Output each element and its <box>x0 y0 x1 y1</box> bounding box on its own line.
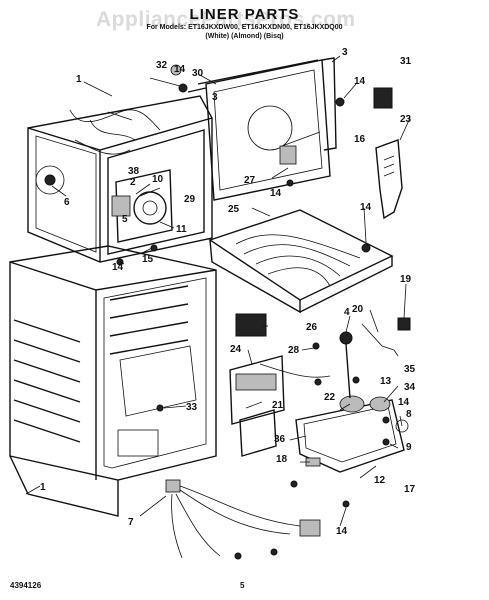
callout-7: 7 <box>128 517 134 528</box>
callout-14-b: 14 <box>354 76 366 87</box>
callout-16: 16 <box>354 134 366 145</box>
callout-10: 10 <box>152 174 164 185</box>
callout-4: 4 <box>344 307 350 318</box>
callout-30: 30 <box>192 68 204 79</box>
callout-labels: 1 1 2 3 3 4 5 6 7 8 9 10 11 12 13 14 14 … <box>40 47 416 537</box>
control-housing-parts <box>229 313 331 457</box>
doc-number: 4394126 <box>10 581 42 590</box>
callout-33: 33 <box>186 402 198 413</box>
watermark: AppliancePartsPros.com <box>96 8 356 31</box>
callout-2: 2 <box>130 177 136 188</box>
wiring-harness <box>165 479 321 560</box>
fresh-food-liner <box>9 245 217 517</box>
callout-34: 34 <box>404 382 416 393</box>
callout-26: 26 <box>306 322 318 333</box>
drain-pan-assembly <box>295 317 411 508</box>
callout-1-bottom: 1 <box>40 482 46 493</box>
callout-11: 11 <box>176 224 187 235</box>
model-numbers: For Models: ET16JKXDW00, ET16JKXDN00, ET… <box>146 24 343 31</box>
callout-29: 29 <box>184 194 196 205</box>
callout-12: 12 <box>374 475 386 486</box>
diagram-title: LINER PARTS <box>189 6 300 23</box>
callout-36: 36 <box>274 434 286 445</box>
callout-25: 25 <box>228 204 240 215</box>
callout-5: 5 <box>122 214 128 225</box>
callout-22: 22 <box>324 392 336 403</box>
callout-3-top: 3 <box>342 47 348 58</box>
callout-20: 20 <box>352 304 364 315</box>
callout-14-d: 14 <box>360 202 372 213</box>
callout-19: 19 <box>400 274 412 285</box>
callout-14-g: 14 <box>336 526 348 537</box>
callout-23: 23 <box>400 114 412 125</box>
callout-18: 18 <box>276 454 288 465</box>
freezer-liner <box>27 95 213 263</box>
callout-17: 17 <box>404 484 416 495</box>
callout-6: 6 <box>64 197 70 208</box>
leader-lines <box>25 55 411 527</box>
callout-14-e: 14 <box>112 262 124 273</box>
callout-13: 13 <box>380 376 392 387</box>
freezer-shelf <box>208 209 394 314</box>
callout-38: 38 <box>128 166 140 177</box>
callout-3-mid: 3 <box>212 92 218 103</box>
callout-8: 8 <box>406 409 412 420</box>
callout-21: 21 <box>272 400 284 411</box>
callout-14-f: 14 <box>398 397 410 408</box>
callout-32: 32 <box>156 60 168 71</box>
callout-28: 28 <box>288 345 300 356</box>
callout-31: 31 <box>400 56 412 67</box>
callout-1-top: 1 <box>76 74 82 85</box>
callout-9: 9 <box>406 442 412 453</box>
callout-14-c: 14 <box>270 188 282 199</box>
model-colors: (White) (Almond) (Bisq) <box>205 33 284 40</box>
callout-24: 24 <box>230 344 242 355</box>
right-side-parts <box>170 64 403 253</box>
callout-35: 35 <box>404 364 416 375</box>
evaporator-fan-assembly <box>111 169 173 266</box>
callout-27: 27 <box>244 175 256 186</box>
callout-15: 15 <box>142 254 154 265</box>
callout-14-a: 14 <box>174 64 186 75</box>
page-number: 5 <box>240 581 245 590</box>
rear-evaporator-panel <box>187 57 337 201</box>
